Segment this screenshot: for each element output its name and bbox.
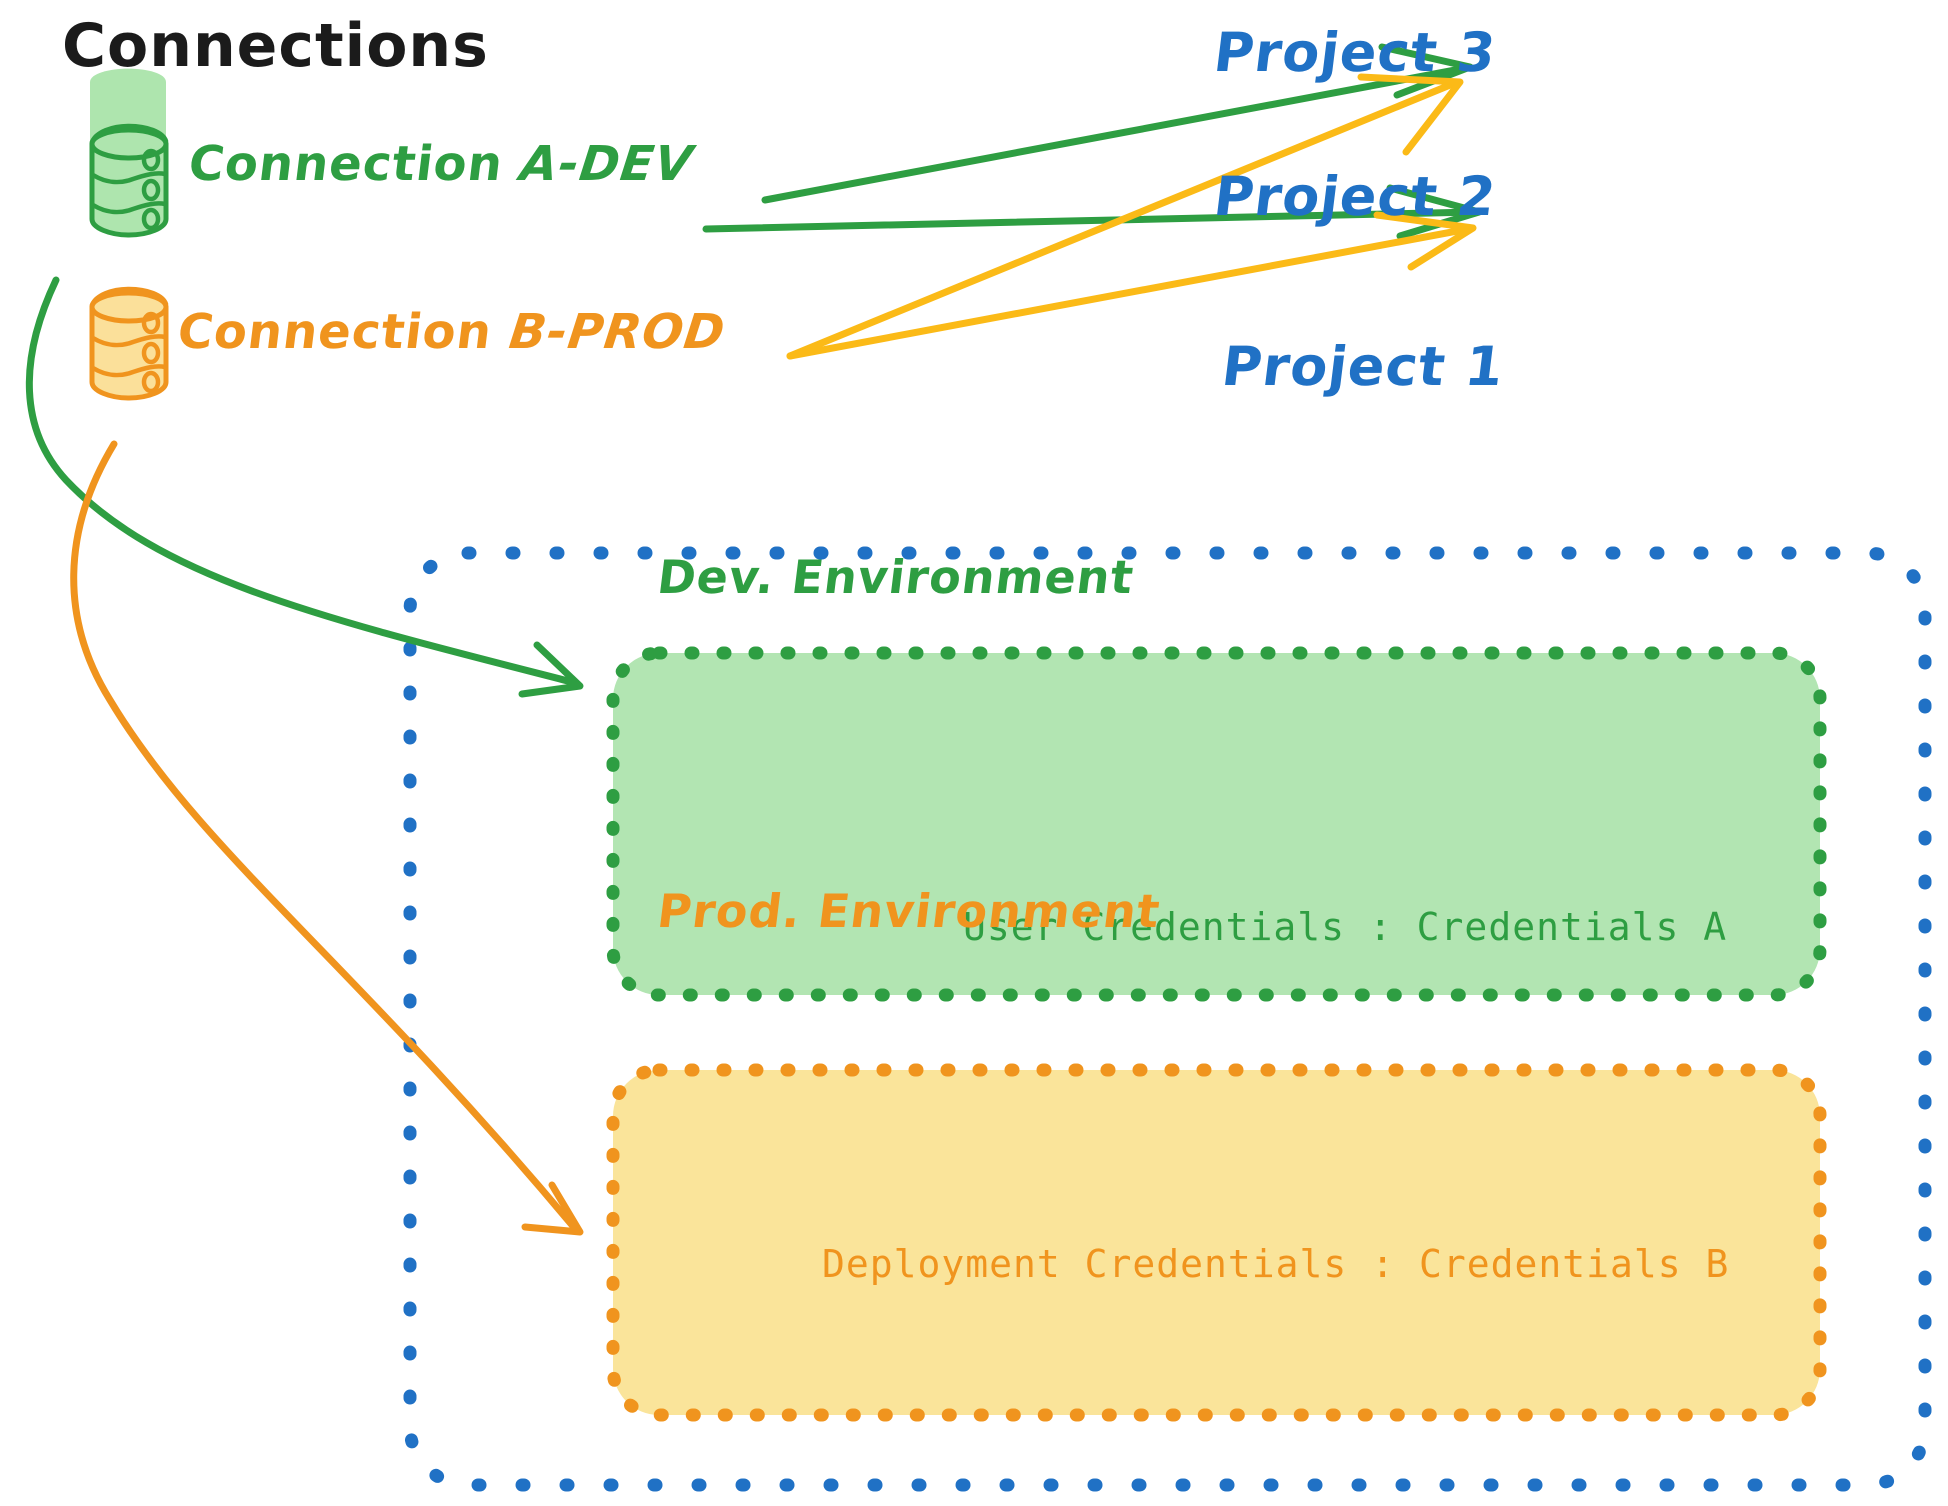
dev-environment-title: Dev. Environment — [654, 550, 1138, 604]
edge-connection-a-to-dev-environment — [25, 276, 584, 698]
project-1-container — [403, 546, 1932, 1492]
prod-environment-box[interactable] — [606, 1063, 1827, 1422]
edge-connection-a-to-project-2 — [702, 184, 1483, 240]
edge-connection-a-to-project-3 — [761, 43, 1474, 204]
database-cylinder-icon-orange[interactable] — [89, 286, 169, 401]
connection-a-dev-label: Connection A-DEV — [186, 136, 697, 192]
page-title: Connections — [62, 11, 489, 81]
prod-environment-box-border — [606, 1063, 1827, 1422]
dev-environment-credentials: User Credentials : Credentials A — [963, 905, 1728, 949]
dev-environment-box[interactable] — [606, 646, 1827, 1002]
connection-b-prod-label-emph: B-PROD — [506, 304, 729, 360]
project-1-container-border — [403, 546, 1932, 1492]
connection-a-dev-label-prefix: Connection — [185, 136, 525, 192]
database-cylinder-icon-green[interactable] — [89, 68, 169, 238]
connection-a-dev-label-emph: A-DEV — [517, 136, 697, 192]
project-1-label: Project 1 — [1218, 335, 1508, 398]
project-2-label: Project 2 — [1210, 165, 1500, 228]
dev-environment-box-border — [606, 646, 1827, 1002]
edge-connection-b-to-prod-environment — [70, 440, 584, 1236]
edge-connection-b-to-project-2 — [786, 211, 1477, 360]
project-3-label: Project 3 — [1210, 21, 1500, 84]
connection-b-prod-label: Connection B-PROD — [175, 304, 729, 360]
prod-environment-credentials: Deployment Credentials : Credentials B — [822, 1242, 1730, 1286]
prod-environment-title: Prod. Environment — [654, 884, 1164, 938]
edge-connection-b-to-project-3 — [786, 73, 1464, 360]
connection-b-prod-label-prefix: Connection — [174, 304, 514, 360]
